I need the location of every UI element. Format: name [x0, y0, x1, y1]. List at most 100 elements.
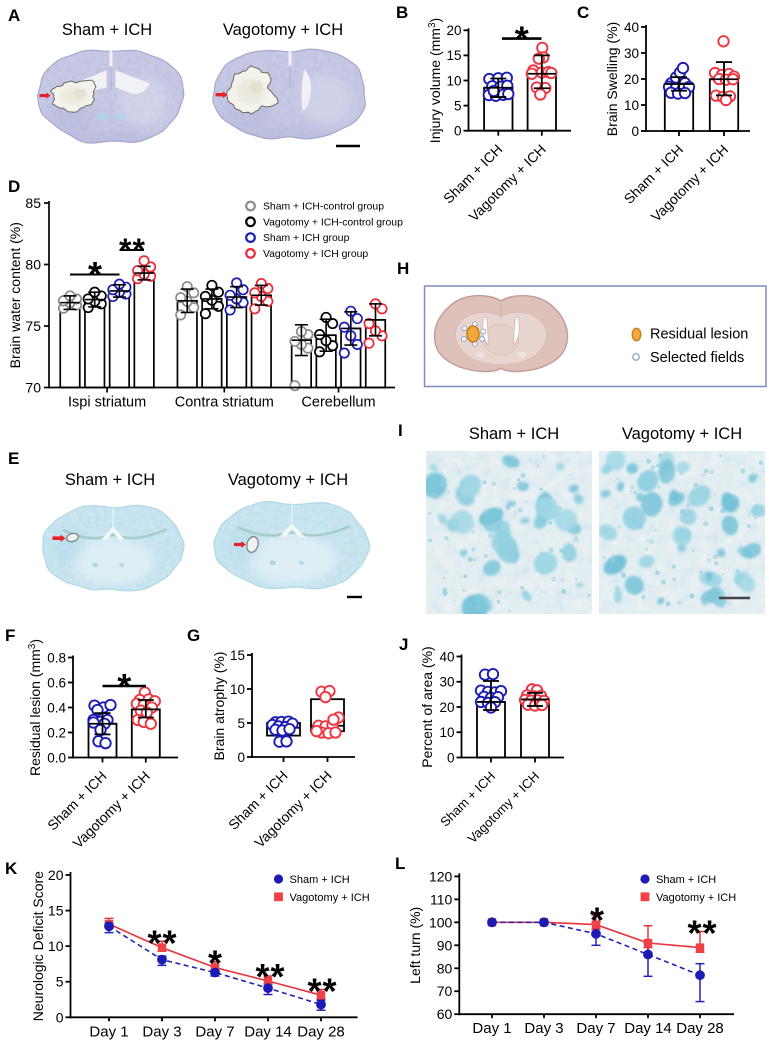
svg-text:0: 0	[56, 1009, 64, 1025]
svg-text:0: 0	[447, 750, 455, 765]
svg-text:**: **	[307, 971, 336, 1012]
svg-text:85: 85	[25, 195, 41, 211]
svg-text:Sham + ICH group: Sham + ICH group	[263, 233, 350, 244]
svg-text:Sham + ICH: Sham + ICH	[65, 471, 155, 489]
svg-text:40: 40	[624, 20, 639, 35]
svg-text:Sham + ICH: Sham + ICH	[62, 21, 152, 39]
svg-text:Vagotomy + ICH: Vagotomy + ICH	[251, 767, 334, 850]
svg-text:0.4: 0.4	[47, 700, 66, 715]
svg-text:Sham + ICH-control group: Sham + ICH-control group	[263, 202, 384, 213]
svg-text:I: I	[398, 421, 403, 440]
svg-text:100: 100	[429, 914, 453, 930]
svg-text:**: **	[255, 956, 284, 997]
svg-text:30: 30	[439, 675, 454, 690]
svg-text:0: 0	[237, 750, 245, 765]
svg-text:30: 30	[624, 46, 639, 61]
svg-text:E: E	[8, 449, 19, 468]
svg-text:Injury volume (mm3): Injury volume (mm3)	[427, 18, 444, 143]
svg-text:Brain atrophy (%): Brain atrophy (%)	[211, 652, 227, 761]
svg-text:Vagotomy + ICH: Vagotomy + ICH	[290, 892, 370, 904]
svg-text:Neurologic Deficit Score: Neurologic Deficit Score	[30, 871, 46, 1021]
svg-text:Vagotomy + ICH: Vagotomy + ICH	[648, 141, 731, 224]
svg-text:A: A	[8, 6, 20, 25]
svg-text:Day 14: Day 14	[624, 1020, 672, 1037]
svg-text:70: 70	[25, 380, 41, 396]
svg-text:Ispi striatum: Ispi striatum	[68, 395, 146, 411]
svg-text:15: 15	[230, 648, 245, 663]
svg-text:Day 28: Day 28	[297, 1023, 345, 1040]
svg-text:40: 40	[439, 649, 454, 664]
svg-text:0: 0	[454, 124, 462, 139]
svg-text:70: 70	[437, 983, 453, 999]
svg-text:**: **	[147, 923, 176, 964]
svg-text:*: *	[208, 943, 222, 984]
svg-text:80: 80	[25, 257, 41, 273]
svg-text:Percent of area (%): Percent of area (%)	[419, 646, 435, 767]
svg-text:90: 90	[437, 937, 453, 953]
svg-text:20: 20	[48, 867, 64, 883]
svg-text:Vagotomy + ICH group: Vagotomy + ICH group	[263, 249, 368, 260]
svg-text:5: 5	[454, 98, 462, 113]
svg-text:110: 110	[430, 891, 453, 907]
svg-text:*: *	[590, 900, 604, 941]
svg-text:Sham + ICH: Sham + ICH	[656, 874, 716, 886]
svg-text:Vagotomy + ICH: Vagotomy + ICH	[223, 21, 343, 39]
svg-text:75: 75	[25, 318, 41, 334]
svg-text:20: 20	[439, 700, 454, 715]
svg-text:20: 20	[624, 72, 639, 87]
svg-text:F: F	[5, 626, 15, 645]
svg-text:Sham + ICH: Sham + ICH	[290, 874, 350, 886]
svg-text:D: D	[8, 177, 20, 196]
svg-text:*: *	[88, 254, 102, 295]
svg-text:Vagotomy + ICH: Vagotomy + ICH	[622, 425, 742, 443]
svg-text:J: J	[399, 635, 408, 654]
svg-text:15: 15	[48, 903, 64, 919]
svg-text:**: **	[119, 232, 145, 268]
svg-text:5: 5	[237, 716, 245, 731]
svg-text:0: 0	[631, 124, 639, 139]
svg-text:Residual lesion (mm3): Residual lesion (mm3)	[27, 639, 44, 776]
svg-text:B: B	[396, 3, 408, 22]
svg-text:0.0: 0.0	[47, 750, 66, 765]
svg-text:Sham + ICH: Sham + ICH	[469, 425, 559, 443]
svg-text:10: 10	[230, 682, 245, 697]
svg-text:0.2: 0.2	[47, 725, 66, 740]
svg-text:10: 10	[439, 725, 454, 740]
svg-text:Day 3: Day 3	[524, 1020, 563, 1037]
svg-text:Day 28: Day 28	[676, 1020, 724, 1037]
svg-text:10: 10	[446, 73, 461, 88]
svg-text:K: K	[5, 859, 18, 878]
svg-text:10: 10	[48, 938, 64, 954]
svg-text:Day 3: Day 3	[142, 1023, 181, 1040]
svg-text:Brain water content (%): Brain water content (%)	[7, 222, 23, 368]
svg-text:Day 1: Day 1	[89, 1023, 128, 1040]
svg-text:Day 7: Day 7	[576, 1020, 615, 1037]
svg-text:Left turn (%): Left turn (%)	[407, 907, 423, 984]
svg-text:Day 1: Day 1	[472, 1020, 511, 1037]
svg-text:Vagotomy + ICH: Vagotomy + ICH	[656, 892, 736, 904]
svg-text:Selected fields: Selected fields	[650, 350, 744, 366]
svg-text:Brain Swelling (%): Brain Swelling (%)	[604, 22, 620, 136]
svg-text:*: *	[117, 666, 131, 707]
svg-text:Contra striatum: Contra striatum	[175, 395, 274, 411]
svg-text:C: C	[577, 3, 589, 22]
svg-text:Vagotomy + ICH: Vagotomy + ICH	[228, 471, 348, 489]
svg-text:0.8: 0.8	[47, 650, 66, 665]
svg-text:**: **	[687, 913, 716, 954]
svg-text:G: G	[187, 626, 200, 645]
svg-text:5: 5	[56, 974, 64, 990]
svg-text:Day 7: Day 7	[195, 1023, 234, 1040]
svg-text:0.6: 0.6	[47, 675, 66, 690]
svg-text:20: 20	[446, 23, 461, 38]
svg-text:Vagotomy + ICH-control group: Vagotomy + ICH-control group	[263, 217, 403, 228]
svg-text:L: L	[395, 854, 405, 873]
svg-text:Day 14: Day 14	[244, 1023, 292, 1040]
svg-text:120: 120	[429, 868, 453, 884]
svg-text:Vagotomy + ICH: Vagotomy + ICH	[69, 768, 152, 851]
svg-text:H: H	[397, 259, 409, 278]
svg-text:15: 15	[446, 48, 461, 63]
svg-text:60: 60	[437, 1006, 453, 1022]
svg-text:*: *	[515, 19, 529, 60]
svg-text:Cerebellum: Cerebellum	[301, 395, 375, 411]
svg-text:80: 80	[437, 960, 453, 976]
